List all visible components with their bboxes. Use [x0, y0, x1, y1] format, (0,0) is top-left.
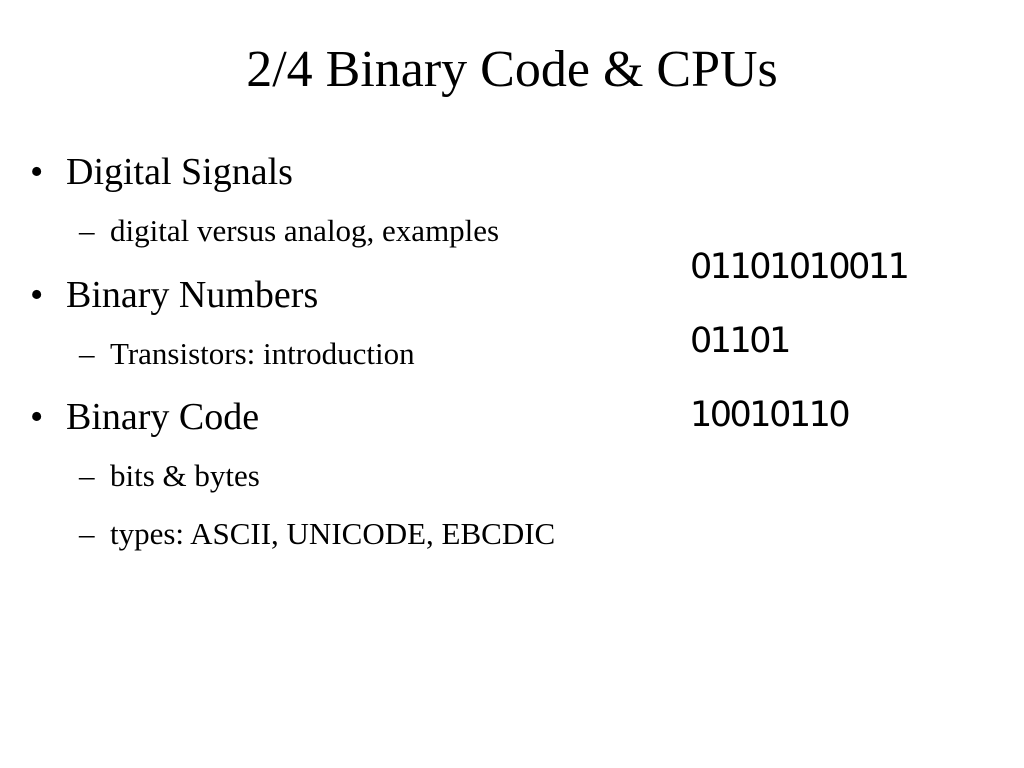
slide-title: 2/4 Binary Code & CPUs: [246, 41, 778, 98]
bullet-marker: •: [30, 274, 44, 316]
bullet-marker: •: [30, 151, 44, 193]
bullet-label: Digital Signals: [66, 151, 293, 193]
subitem-label: Transistors: introduction: [110, 336, 415, 371]
sub-marker: –: [79, 516, 95, 551]
binary-sample: 01101010011: [690, 247, 910, 287]
binary-sample: 01101: [690, 321, 791, 361]
binary-sample: 10010110: [690, 395, 851, 435]
bullet-list: • Digital Signals – digital versus analo…: [30, 151, 556, 551]
binary-samples: 01101010011 01101 10010110: [690, 244, 1010, 444]
sub-marker: –: [79, 213, 95, 248]
bullet-label: Binary Numbers: [66, 274, 319, 316]
subitem-label: digital versus analog, examples: [110, 213, 500, 248]
sub-marker: –: [79, 458, 95, 493]
bullet-label: Binary Code: [66, 396, 260, 438]
bullet-marker: •: [30, 396, 44, 438]
subitem-label: types: ASCII, UNICODE, EBCDIC: [110, 516, 556, 551]
sub-marker: –: [79, 336, 95, 371]
subitem-label: bits & bytes: [110, 458, 260, 493]
